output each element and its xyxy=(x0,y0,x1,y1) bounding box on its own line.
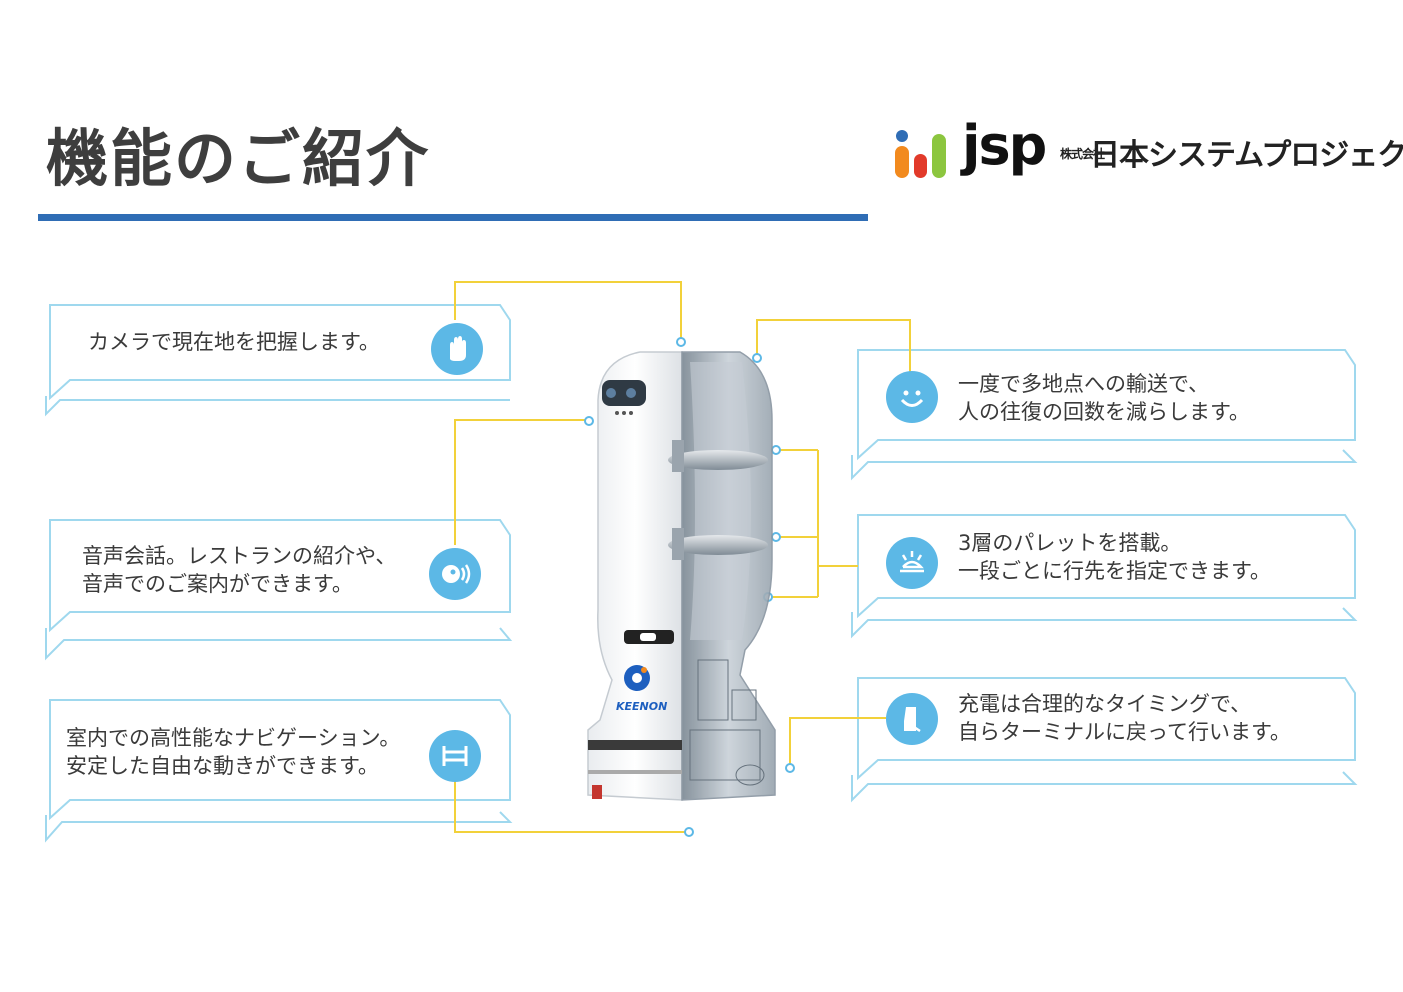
connector-lines xyxy=(454,281,911,833)
page-title: 機能のご紹介 xyxy=(46,122,431,195)
feature-transport-text: 一度で多地点への輸送で、 人の往復の回数を減らします。 xyxy=(958,370,1250,426)
company-name-text: 日本システムプロジェクト xyxy=(1090,138,1403,173)
feature-charging-line1: 充電は合理的なタイミングで、 xyxy=(958,692,1252,716)
feature-charging-line2: 自らターミナルに戻って行います。 xyxy=(958,720,1291,744)
feature-transport-line1: 一度で多地点への輸送で、 xyxy=(958,372,1210,396)
sunrise-icon xyxy=(886,537,938,589)
feature-charging-text: 充電は合理的なタイミングで、 自らターミナルに戻って行います。 xyxy=(958,690,1291,746)
feature-trays-line2: 一段ごとに行先を指定できます。 xyxy=(958,559,1271,583)
feature-navigation-line1: 室内での高性能なナビゲーション。 xyxy=(66,726,401,750)
frame-transport xyxy=(851,349,1358,481)
title-underline xyxy=(38,214,868,221)
feature-transport-line2: 人の往復の回数を減らします。 xyxy=(958,400,1250,424)
robot-illustration xyxy=(587,351,776,801)
frame-camera xyxy=(45,304,511,417)
feature-navigation-line2: 安定した自由な動きができます。 xyxy=(66,754,379,778)
feature-camera-text: カメラで現在地を把握します。 xyxy=(88,328,380,356)
navigation-icon xyxy=(429,730,481,782)
feature-trays-text: 3層のパレットを搭載。 一段ごとに行先を指定できます。 xyxy=(958,529,1271,585)
company-logo: jsp 株式会社日本システムプロジェクト xyxy=(890,114,1403,188)
smile-icon xyxy=(886,371,938,423)
hand-icon xyxy=(431,323,483,375)
frame-navigation xyxy=(45,699,513,843)
feature-voice-text: 音声会話。レストランの紹介や、 音声でのご案内ができます。 xyxy=(82,542,396,598)
feature-trays-line1: 3層のパレットを搭載。 xyxy=(958,531,1182,555)
speech-icon xyxy=(429,548,481,600)
robot-brand-label: KEENON xyxy=(616,700,668,713)
frame-charging xyxy=(851,677,1358,803)
feature-navigation-text: 室内での高性能なナビゲーション。 安定した自由な動きができます。 xyxy=(66,724,400,780)
feature-camera-line1: カメラで現在地を把握します。 xyxy=(88,330,380,354)
logo-mark-text: jsp xyxy=(962,114,1047,177)
company-name: 株式会社日本システムプロジェクト xyxy=(1060,130,1403,174)
frame-trays xyxy=(851,514,1358,639)
feature-voice-line2: 音声でのご案内ができます。 xyxy=(82,572,353,596)
charger-icon xyxy=(886,693,938,745)
frame-voice xyxy=(45,519,513,661)
jsp-logo-mark-icon xyxy=(895,130,946,178)
feature-voice-line1: 音声会話。レストランの紹介や、 xyxy=(82,544,397,568)
